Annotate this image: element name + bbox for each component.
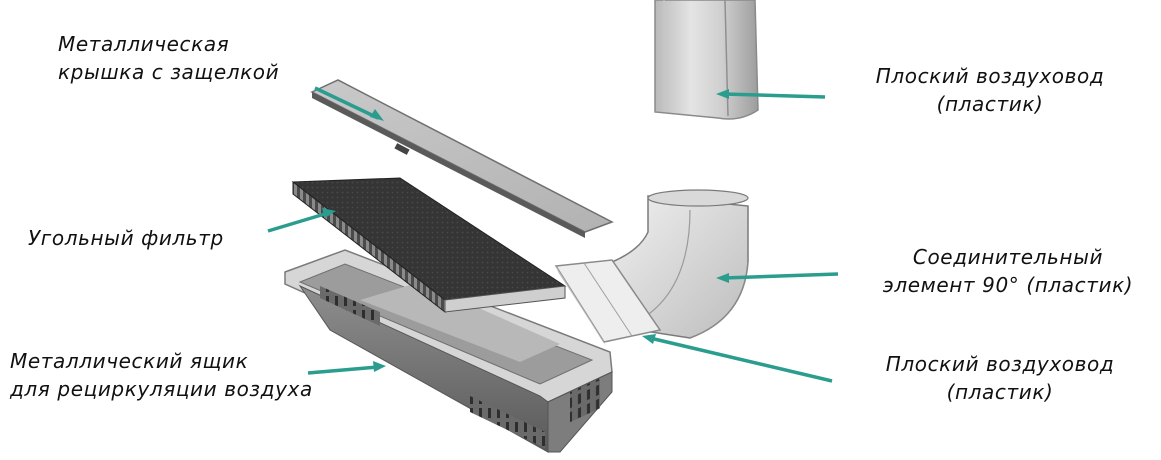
label-line: элемент 90° (пластик) [882,273,1134,297]
label-line: для рециркуляции воздуха [10,377,313,401]
label-line: (пластик) [936,92,1044,116]
label-line: Плоский воздуховод [875,64,1105,88]
flat-duct-bottom [554,259,662,346]
arrow-elbow [723,272,839,280]
arrow-cover [314,86,379,120]
label-elbow-connector: Соединительный элемент 90° (пластик) [858,243,1158,299]
label-line: (пластик) [946,380,1054,404]
label-flat-duct-bottom: Плоский воздуховод (пластик) [872,350,1128,406]
metal-recirculation-box [284,249,613,453]
label-carbon-filter: Угольный фильтр [28,224,224,252]
label-line: Металлическая [58,32,230,56]
arrow-duct-bottom [649,336,833,383]
label-metal-cover: Металлическая крышка с защелкой [58,30,279,86]
label-line: крышка с защелкой [58,60,280,84]
label-line: Плоский воздуховод [885,352,1115,376]
label-metal-box: Металлический ящик для рециркуляции возд… [10,347,313,403]
callout-arrows [267,86,839,383]
arrow-duct-top [723,92,826,99]
label-line: Металлический ящик [10,349,249,373]
label-line: Соединительный [912,245,1104,269]
carbon-filter [291,177,567,314]
label-flat-duct-top: Плоский воздуховод (пластик) [862,62,1118,118]
arrow-filter [267,211,329,233]
label-line: Угольный фильтр [28,226,224,250]
metal-lid-with-latch [310,79,614,238]
arrow-box [307,365,379,375]
flat-duct-top [654,0,759,120]
